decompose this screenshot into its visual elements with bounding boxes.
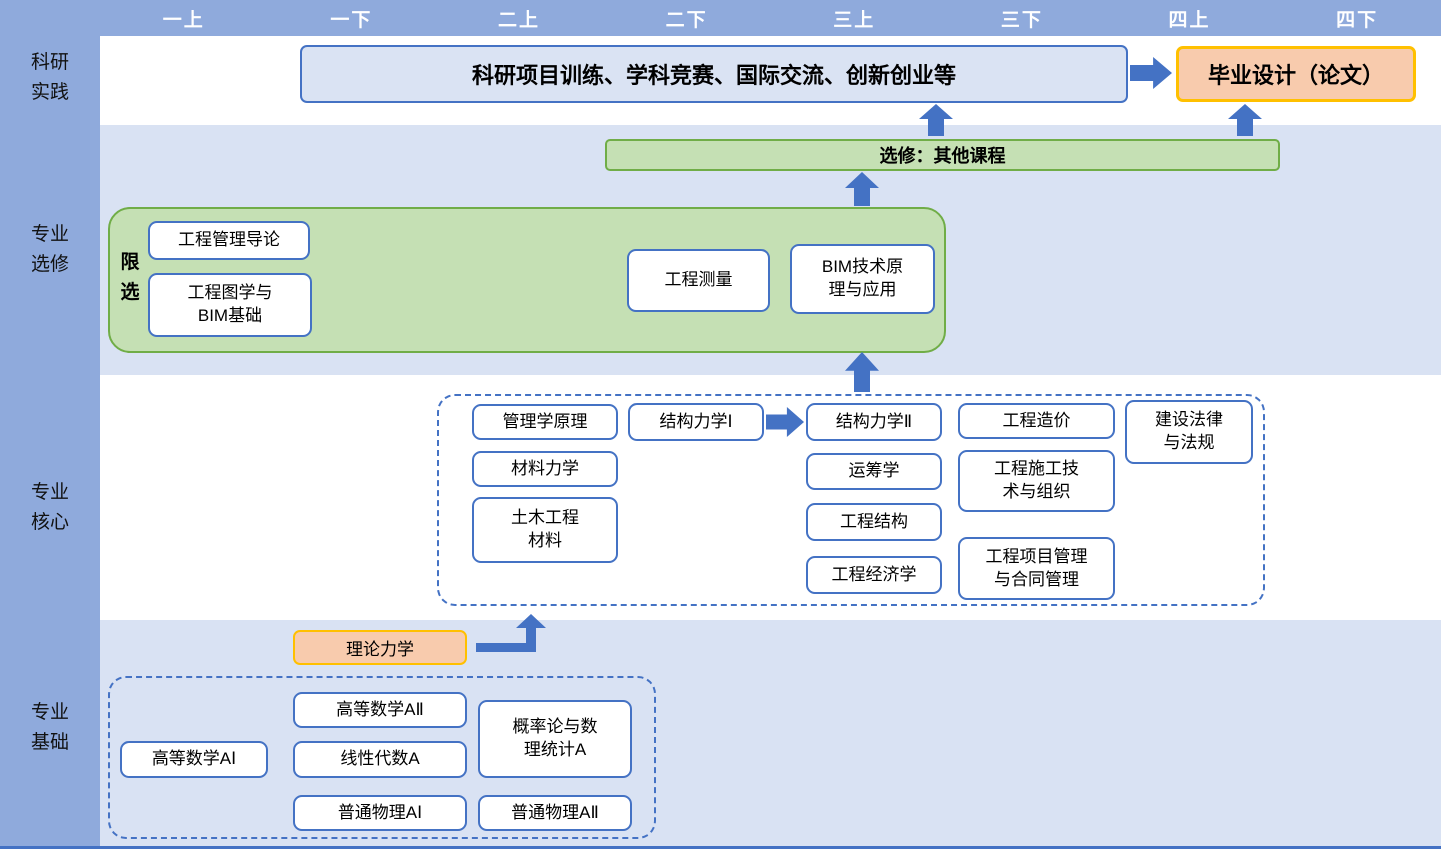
course-material-mechanics: 材料力学: [472, 451, 618, 487]
course-theoretical-mechanics: 理论力学: [293, 630, 467, 665]
course-engineering-economics: 工程经济学: [806, 556, 942, 594]
arrow-optional-to-thesis: [1228, 104, 1262, 136]
semester-label-1: 一上: [162, 9, 205, 31]
optional-courses-bar: 选修：其他课程: [605, 139, 1280, 171]
course-engineering-structures: 工程结构: [806, 503, 942, 541]
course-construction-law: 建设法律 与法规: [1125, 400, 1253, 464]
course-engineering-cost: 工程造价: [958, 403, 1115, 439]
arrow-mechanics1-to-mechanics2: [766, 407, 804, 437]
research-program-box: 科研项目训练、学科竞赛、国际交流、创新创业等: [300, 45, 1128, 103]
semester-label-5: 三上: [833, 9, 876, 31]
semester-label-2: 一下: [330, 9, 373, 31]
course-advanced-math-1: 高等数学AⅠ: [120, 741, 268, 778]
course-structural-mechanics-1: 结构力学Ⅰ: [628, 403, 764, 441]
semester-label-4: 二下: [665, 9, 708, 31]
course-engineering-surveying: 工程测量: [627, 249, 770, 312]
semester-label-7: 四上: [1168, 9, 1211, 31]
category-sidebar: [0, 36, 100, 846]
row-label-electives: 专业 选修: [30, 224, 69, 275]
semester-header: 一上 一下 二上 二下 三上 三下 四上 四下: [0, 0, 1441, 36]
restricted-label: 限 选: [120, 252, 140, 303]
semester-label-8: 四下: [1336, 9, 1379, 31]
row-label-foundation: 专业 基础: [30, 702, 69, 753]
row-label-core: 专业 核心: [30, 482, 69, 533]
course-principles-of-management: 管理学原理: [472, 404, 618, 440]
course-bim-technology: BIM技术原 理与应用: [790, 244, 935, 314]
thesis-box: 毕业设计（论文）: [1176, 46, 1416, 102]
arrow-research-to-thesis: [1130, 57, 1172, 89]
course-intro-engineering-management: 工程管理导论: [148, 221, 310, 260]
course-probability-statistics: 概率论与数 理统计A: [478, 700, 632, 778]
foundation-courses-panel: [108, 676, 656, 839]
course-structural-mechanics-2: 结构力学Ⅱ: [806, 403, 942, 441]
course-construction-technology: 工程施工技 术与组织: [958, 450, 1115, 512]
course-civil-engineering-materials: 土木工程 材料: [472, 497, 618, 563]
core-courses-panel: [437, 394, 1265, 606]
course-general-physics-2: 普通物理AⅡ: [478, 795, 632, 831]
course-operations-research: 运筹学: [806, 453, 942, 490]
arrow-core-to-restricted: [845, 352, 879, 392]
course-general-physics-1: 普通物理AⅠ: [293, 795, 467, 831]
course-project-contract-management: 工程项目管理 与合同管理: [958, 537, 1115, 600]
semester-label-6: 三下: [1000, 9, 1043, 31]
header-spacer: [0, 0, 100, 36]
course-engineering-graphics-bim: 工程图学与 BIM基础: [148, 273, 312, 337]
course-linear-algebra: 线性代数A: [293, 741, 467, 778]
arrow-restricted-to-optional: [845, 172, 879, 206]
arrow-optional-to-research: [919, 104, 953, 136]
course-advanced-math-2: 高等数学AⅡ: [293, 692, 467, 728]
semester-label-3: 二上: [498, 9, 541, 31]
arrow-mechanics-to-core: [476, 614, 546, 652]
row-label-research: 科研 实践: [30, 52, 69, 103]
